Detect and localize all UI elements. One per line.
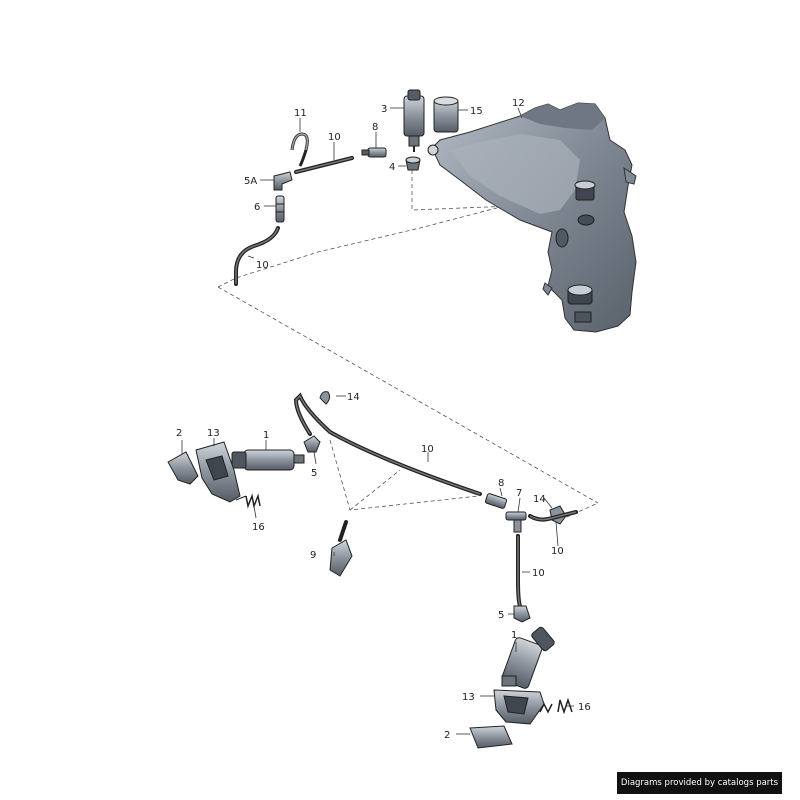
callout-9: 9	[310, 550, 316, 561]
washer-hose-long	[293, 392, 482, 496]
hose-connector	[361, 147, 387, 158]
callout-2-bottom: 2	[444, 730, 450, 741]
washer-hose-right	[528, 510, 578, 522]
callout-3: 3	[381, 104, 387, 115]
washer-nozzle-left	[231, 449, 305, 471]
callout-10-top: 10	[328, 132, 341, 143]
callout-5-bottom: 5	[498, 610, 504, 621]
elbow-connector-bottom	[513, 605, 531, 623]
elbow-connector-mid	[303, 435, 321, 453]
washer-hose-curved	[234, 226, 280, 286]
callout-8-top: 8	[372, 122, 378, 133]
seal-grommet	[433, 96, 459, 133]
callout-10-curved: 10	[256, 260, 269, 271]
washer-hose-vertical	[516, 534, 522, 608]
hose-connector-mid	[484, 493, 508, 509]
elbow-connector	[273, 171, 293, 191]
callout-14-right: 14	[533, 494, 546, 505]
mounting-bracket-left	[195, 441, 241, 503]
callout-7: 7	[516, 488, 522, 499]
spring-left	[235, 493, 261, 509]
callout-13-top: 13	[207, 428, 220, 439]
washer-reservoir	[427, 102, 637, 333]
callout-15: 15	[470, 106, 483, 117]
hose-holder	[329, 520, 353, 577]
credit-badge: Diagrams provided by catalogs parts	[617, 772, 782, 794]
callout-10-long: 10	[421, 444, 434, 455]
callout-2-top: 2	[176, 428, 182, 439]
callout-8-mid: 8	[498, 478, 504, 489]
leader-lines	[181, 107, 574, 735]
callout-6: 6	[254, 202, 260, 213]
hose-clip	[290, 132, 309, 167]
callout-16-top: 16	[252, 522, 265, 533]
callout-5a: 5A	[244, 176, 257, 187]
callout-14-top: 14	[347, 392, 360, 403]
callout-16-bottom: 16	[578, 702, 591, 713]
assembly-dashed-lines	[217, 170, 599, 521]
nozzle-cover-cap-right	[469, 725, 513, 749]
callout-labels: 3 15 12 11 10 8 4 5A 6 10 14 2 13 1 10 5…	[176, 98, 591, 741]
hose-clip-small	[319, 391, 331, 405]
callout-11: 11	[294, 108, 307, 119]
callout-12: 12	[512, 98, 525, 109]
pump-grommet	[405, 156, 421, 171]
washer-hose-upper	[294, 156, 354, 174]
callout-4: 4	[389, 162, 395, 173]
callout-1-top: 1	[263, 430, 269, 441]
washer-pump	[403, 89, 425, 152]
spring-right	[539, 697, 573, 715]
nozzle-cover-cap-left	[167, 451, 199, 485]
callout-13-bottom: 13	[462, 692, 475, 703]
callout-10-vertical: 10	[532, 568, 545, 579]
t-piece-connector	[505, 511, 527, 533]
callout-1-bottom: 1	[511, 630, 517, 641]
straight-connector	[275, 195, 285, 223]
mounting-bracket-right	[493, 689, 545, 725]
washer-nozzle-right	[501, 626, 555, 689]
callout-10-right: 10	[551, 546, 564, 557]
callout-5-top: 5	[311, 468, 317, 479]
